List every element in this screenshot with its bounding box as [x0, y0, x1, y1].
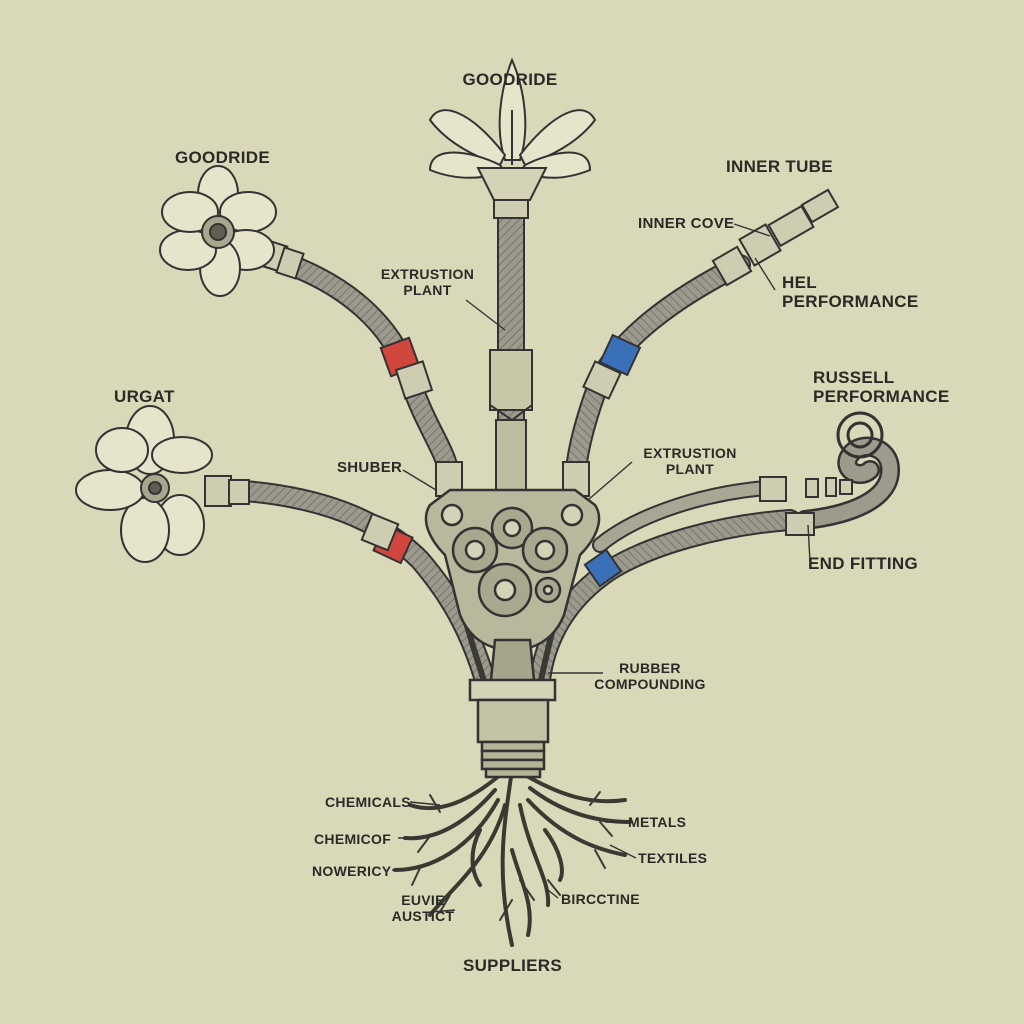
label-end-fitting: END FITTING: [808, 554, 919, 573]
label-goodride-left: GOODRIDE: [175, 148, 270, 167]
gear-small: [534, 576, 562, 604]
label-textiles: TEXTILES: [638, 850, 708, 866]
label-russell-performance-line2: PERFORMANCE: [813, 387, 950, 407]
label-inner-cove: INNER COVE: [638, 215, 735, 232]
extrusion-machine: [424, 488, 601, 692]
leader-lines: [392, 223, 811, 913]
gear-right: [521, 526, 569, 574]
supplier-roots: [393, 768, 632, 947]
label-extrusion-plant-top-line1: EXTRUSTION: [380, 266, 475, 282]
label-extrusion-plant-right-line1: EXTRUSTION: [643, 445, 737, 461]
base-collar: [468, 678, 557, 779]
label-russell-performance-line1: RUSSELL: [813, 368, 895, 387]
label-birctine: BIRCCTINE: [561, 891, 640, 907]
label-urgat: URGAT: [114, 387, 175, 406]
gear-bottom: [477, 562, 533, 618]
fittings: [204, 188, 853, 552]
supplier-rootlets: [411, 791, 613, 921]
gear-left: [451, 526, 499, 574]
label-russell-performance: RUSSELL PERFORMANCE: [813, 368, 949, 406]
label-extrusion-plant-right: EXTRUSTION PLANT: [634, 445, 746, 477]
label-euvie-austict-line1: EUVIE: [401, 892, 445, 908]
label-inner-tube: INNER TUBE: [726, 157, 833, 176]
label-euvie-austict-line2: AUSTICT: [391, 907, 455, 924]
label-nowericy: NOWERICY: [312, 863, 392, 879]
label-hel-performance: HEL PERFORMANCE: [782, 273, 918, 311]
label-chemicof: CHEMICOF: [314, 831, 392, 847]
label-hel-performance-line2: PERFORMANCE: [782, 292, 919, 312]
label-rubber-compounding-line1: RUBBER: [619, 660, 681, 676]
label-rubber-compounding-line2: COMPOUNDING: [594, 675, 706, 692]
label-extrusion-plant-top: EXTRUSTION PLANT: [370, 266, 485, 298]
label-euvie-austict: EUVIE AUSTICT: [382, 892, 464, 924]
flower-left-lower: [75, 405, 213, 563]
label-extrusion-plant-top-line2: PLANT: [403, 281, 452, 298]
label-suppliers: SUPPLIERS: [462, 956, 563, 975]
label-extrusion-plant-right-line2: PLANT: [665, 460, 715, 477]
label-rubber-compounding: RUBBER COMPOUNDING: [570, 660, 730, 692]
flower-left-upper: [159, 165, 277, 297]
gear-top: [490, 506, 534, 550]
label-metals: METALS: [628, 814, 687, 830]
label-shuber: SHUBER: [337, 459, 403, 476]
end-ring: [836, 411, 884, 459]
label-hel-performance-line1: HEL: [782, 273, 817, 292]
label-chemicals: CHEMICALS: [325, 794, 411, 810]
label-goodride-top: GOODRIDE: [462, 70, 558, 89]
flower-top: [428, 57, 597, 201]
